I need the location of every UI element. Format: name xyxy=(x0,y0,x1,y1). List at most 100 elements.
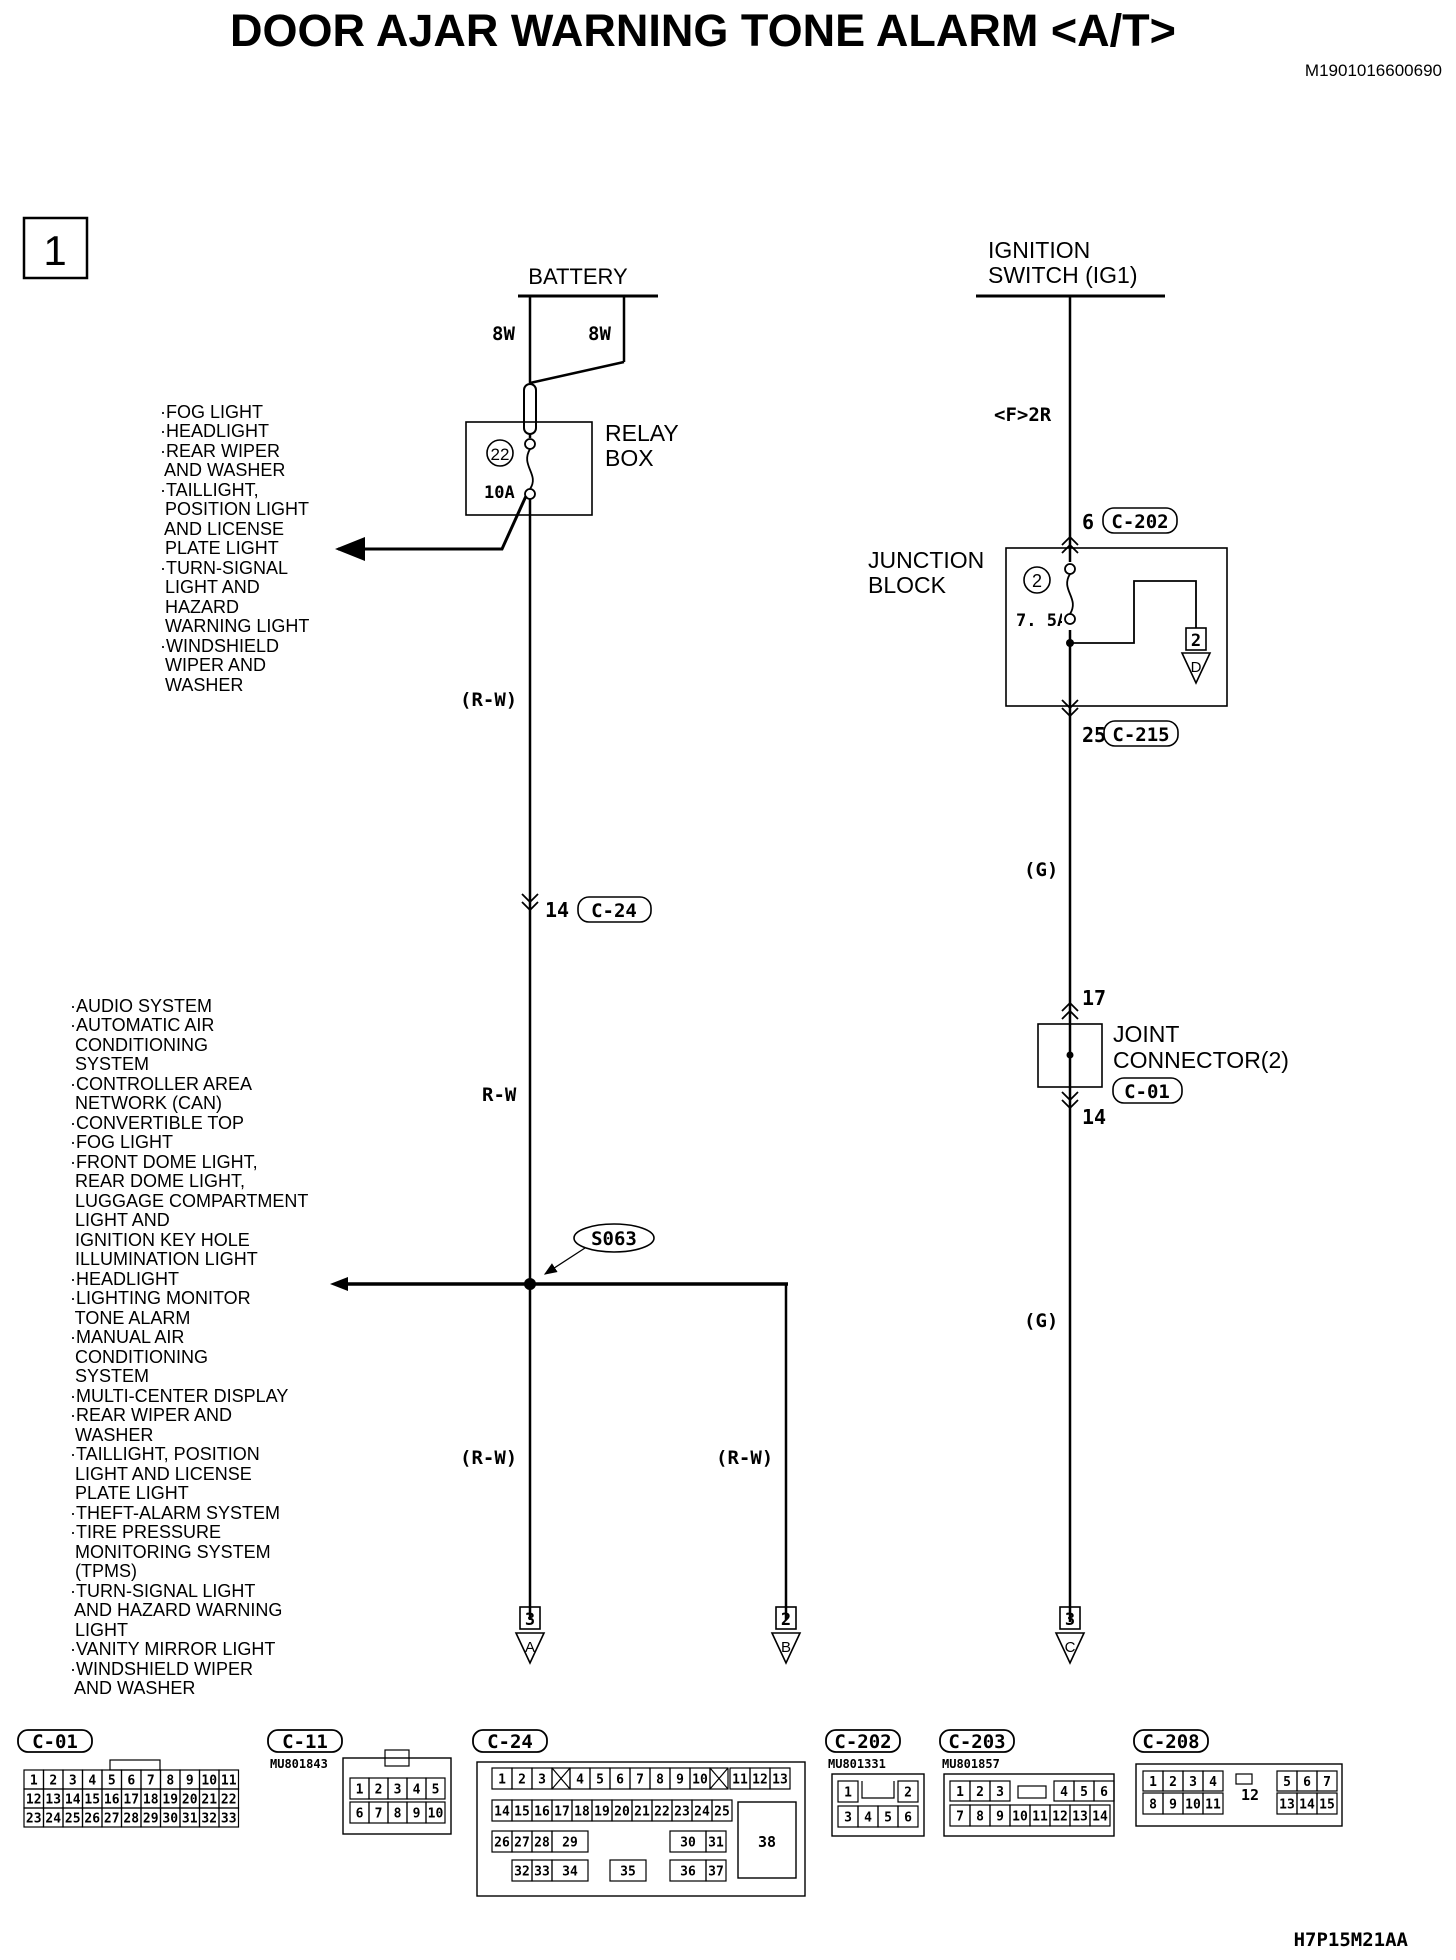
connector-pin: 4 xyxy=(88,1774,96,1789)
connector-pin: 35 xyxy=(620,1865,636,1880)
junction-block-label-2: BLOCK xyxy=(868,572,947,598)
joint-connector-id: C-01 xyxy=(1124,1081,1170,1103)
connector-pin: 9 xyxy=(676,1773,684,1788)
connector-pin: 27 xyxy=(104,1812,120,1827)
connector-pin: 15 xyxy=(84,1793,100,1808)
connector-pin: 14 xyxy=(494,1805,510,1820)
connector-pin: 2 xyxy=(976,1785,984,1800)
splice-output: ·CONTROLLER AREA xyxy=(70,1074,252,1094)
c24-pin: 14 xyxy=(545,898,569,922)
wire-color-label: R-W xyxy=(482,1084,517,1106)
splice-output: LIGHT xyxy=(70,1620,128,1640)
wire-color-label: (G) xyxy=(1024,1310,1058,1332)
joint-connector-label-1: JOINT xyxy=(1113,1021,1179,1047)
terminal-d-label: D xyxy=(1191,659,1202,676)
connector-pin: 38 xyxy=(758,1833,776,1851)
joint-connector-pin-in: 17 xyxy=(1082,986,1106,1010)
connector-pin: 37 xyxy=(708,1865,724,1880)
connector-part-number: MU801843 xyxy=(270,1757,328,1771)
connector-name: C-11 xyxy=(282,1731,328,1753)
connector-pin: 25 xyxy=(65,1812,81,1827)
connector-pin: 15 xyxy=(514,1805,530,1820)
connector-pin: 8 xyxy=(394,1807,402,1822)
connector-pin: 1 xyxy=(30,1774,38,1789)
connector-pin: 11 xyxy=(221,1774,237,1789)
terminal-b-label: B xyxy=(781,1639,791,1656)
connector-pin: 2 xyxy=(49,1774,57,1789)
connector-pin: 9 xyxy=(1169,1798,1177,1813)
battery-label: BATTERY xyxy=(528,264,628,289)
connector-pin: 26 xyxy=(84,1812,100,1827)
splice-output: AND HAZARD WARNING xyxy=(70,1600,282,1620)
wire-color-label: (R-W) xyxy=(716,1447,773,1469)
connector-pin: 21 xyxy=(634,1805,650,1820)
connector-pin: 1 xyxy=(498,1773,506,1788)
splice-output: ·LIGHTING MONITOR xyxy=(70,1288,251,1308)
connector-pin: 26 xyxy=(494,1836,510,1851)
connector-pin: 7 xyxy=(147,1774,155,1789)
connector-pin: 1 xyxy=(956,1785,964,1800)
connector-pin: 3 xyxy=(844,1811,852,1826)
splice-output: ·FOG LIGHT xyxy=(70,1132,173,1152)
relay-output: AND WASHER xyxy=(160,460,285,480)
connector-pin: 2 xyxy=(1169,1775,1177,1790)
relay-output: ·FOG LIGHT xyxy=(160,402,263,422)
connector-pin: 5 xyxy=(108,1774,116,1789)
connector-pin: 18 xyxy=(143,1793,159,1808)
splice-output: MONITORING SYSTEM xyxy=(70,1542,271,1562)
splice-output: ·THEFT-ALARM SYSTEM xyxy=(70,1503,280,1523)
connector-pin: 5 xyxy=(884,1811,892,1826)
splice-output: SYSTEM xyxy=(70,1366,149,1386)
connector-pin: 3 xyxy=(538,1773,546,1788)
connector-name: C-24 xyxy=(487,1731,533,1753)
relay-output: ·WINDSHIELD xyxy=(160,636,279,656)
splice-output: ILLUMINATION LIGHT xyxy=(70,1249,258,1269)
connector-pin: 5 xyxy=(1283,1775,1291,1790)
connector-pin: 3 xyxy=(996,1785,1004,1800)
connector-pin: 5 xyxy=(1080,1785,1088,1800)
connector-pin: 7 xyxy=(1323,1775,1331,1790)
relay-output: WIPER AND xyxy=(160,655,266,675)
splice-output: ·AUDIO SYSTEM xyxy=(70,996,212,1016)
joint-connector-label-2: CONNECTOR(2) xyxy=(1113,1047,1289,1073)
connector-pin: 16 xyxy=(104,1793,120,1808)
splice-output: ·HEADLIGHT xyxy=(70,1269,179,1289)
splice-output: (TPMS) xyxy=(70,1561,137,1581)
ignition-label-1: IGNITION xyxy=(988,237,1090,263)
relay-box-label-2: BOX xyxy=(605,445,654,471)
splice-output: ·TURN-SIGNAL LIGHT xyxy=(70,1581,255,1601)
connector-pin: 6 xyxy=(904,1811,912,1826)
connector-pin: 7 xyxy=(956,1810,964,1825)
connector-name: C-208 xyxy=(1142,1731,1199,1753)
connector-pin: 30 xyxy=(162,1812,178,1827)
connector-pin: 10 xyxy=(428,1807,444,1822)
connector-pin: 11 xyxy=(1032,1810,1048,1825)
c202-connector-label: C-202 xyxy=(1111,511,1168,533)
connector-name: C-203 xyxy=(948,1731,1005,1753)
relay-output: ·TAILLIGHT, xyxy=(160,480,259,500)
joint-connector-pin-out: 14 xyxy=(1082,1105,1106,1129)
connector-pin: 16 xyxy=(534,1805,550,1820)
connector-pin: 3 xyxy=(1189,1775,1197,1790)
relay-output: WARNING LIGHT xyxy=(160,616,309,636)
splice-output: ·TIRE PRESSURE xyxy=(70,1522,221,1542)
connector-pin: 17 xyxy=(123,1793,139,1808)
splice-label: S063 xyxy=(591,1228,637,1250)
splice-output: ·AUTOMATIC AIR xyxy=(70,1015,214,1035)
connector-pin: 36 xyxy=(680,1865,696,1880)
junction-block-label-1: JUNCTION xyxy=(868,547,984,573)
connector-part-number: MU801857 xyxy=(942,1757,1000,1771)
connector-pin: 20 xyxy=(182,1793,198,1808)
wire-color-label: (G) xyxy=(1024,859,1058,881)
connector-name: C-202 xyxy=(834,1731,891,1753)
c202-pin: 6 xyxy=(1082,510,1094,534)
connector-pin: 25 xyxy=(714,1805,730,1820)
connector-pin: 8 xyxy=(656,1773,664,1788)
relay-box: RELAY BOX 22 10A xyxy=(335,420,679,561)
splice-output: ·FRONT DOME LIGHT, xyxy=(70,1152,258,1172)
connector-pin: 24 xyxy=(45,1812,61,1827)
connector-pin: 32 xyxy=(514,1865,530,1880)
connector-pin: 6 xyxy=(356,1807,364,1822)
